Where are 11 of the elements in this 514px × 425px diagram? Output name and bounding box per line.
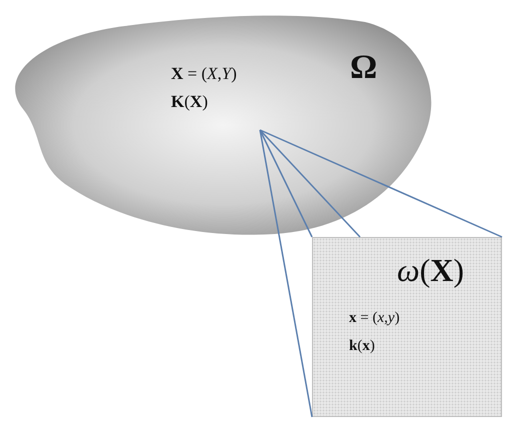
formula: ω(X) — [397, 252, 464, 289]
region-symbol: Ω — [350, 49, 378, 87]
formula: X = (X,Y) — [171, 64, 237, 84]
formula: x = (x,y) — [349, 310, 400, 327]
formula: k(x) — [349, 338, 375, 355]
zoom-line — [259, 130, 313, 418]
zoom-line — [259, 130, 313, 238]
zoom-line — [259, 129, 361, 238]
formula: K(X) — [171, 92, 208, 112]
zoom-box — [312, 237, 502, 417]
zoom-line — [260, 129, 502, 238]
